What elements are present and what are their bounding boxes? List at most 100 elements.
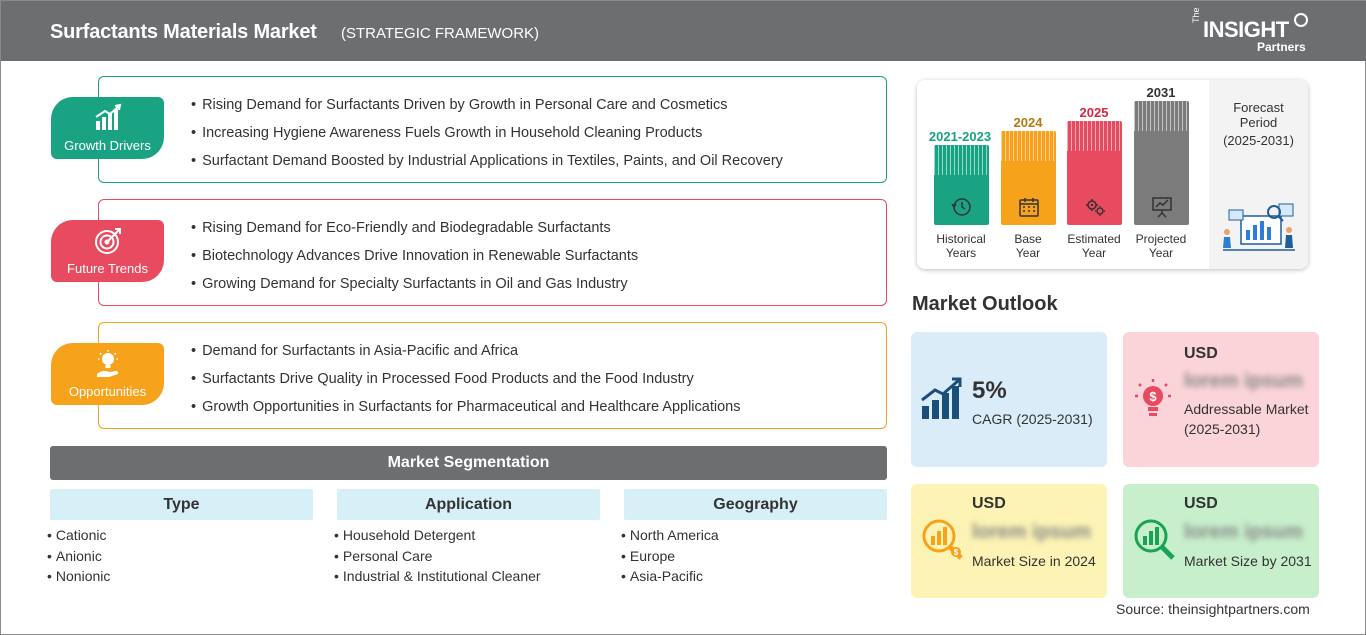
list-item: Anionic [47, 546, 110, 567]
bar-label-line: Historical [936, 232, 986, 246]
bar-growth-icon [94, 103, 121, 130]
addressable-market-card: USD lorem ipsum $ Addressable Market (20… [1123, 332, 1319, 467]
opportunities-badge: Opportunities [51, 343, 164, 405]
list-item: Growth Opportunities in Surfactants for … [191, 393, 740, 421]
list-item: Rising Demand for Surfactants Driven by … [191, 91, 783, 119]
bar-year-historical: 2021-2023 [928, 129, 992, 144]
size2024-usd: USD [972, 495, 1006, 512]
cagr-value: 5% [972, 377, 1007, 404]
bar-cap [1001, 131, 1056, 161]
logo-insight: INSIGHT [1203, 17, 1289, 42]
bar-cap [1067, 121, 1122, 151]
bar-growth-icon [921, 377, 962, 419]
list-item: Demand for Surfactants in Asia-Pacific a… [191, 337, 740, 365]
size2031-usd: USD [1184, 495, 1218, 512]
list-item: Asia-Pacific [621, 566, 719, 587]
list-item: Surfactants Drive Quality in Processed F… [191, 365, 740, 393]
size2024-label: Market Size in 2024 [972, 553, 1096, 569]
timeline-panel: 2021-2023 Historical Years 2024 Base [917, 80, 1308, 269]
logo-ring-icon [1294, 13, 1308, 27]
segment-geography-list: North America Europe Asia-Pacific [621, 525, 719, 587]
growth-drivers-badge: Growth Drivers [51, 97, 164, 159]
future-trends-list: Rising Demand for Eco-Friendly and Biode… [191, 214, 638, 298]
bar-base [1001, 131, 1056, 225]
bar-label-line: Estimated [1067, 232, 1121, 246]
list-item: Growing Demand for Specialty Surfactants… [191, 270, 638, 298]
list-item: Surfactant Demand Boosted by Industrial … [191, 147, 783, 175]
logo-the: The [1191, 7, 1201, 23]
bar-label-line: Year [1015, 246, 1041, 260]
header-bar: Surfactants Materials Market (STRATEGIC … [1, 1, 1366, 61]
segment-type-list: Cationic Anionic Nonionic [47, 525, 110, 587]
future-trends-label: Future Trends [67, 261, 148, 276]
money-bulb-icon: $ [1135, 379, 1171, 416]
growth-drivers-label: Growth Drivers [64, 138, 151, 153]
history-icon [950, 198, 971, 216]
market-size-2024-card: USD lorem ipsum $ Market Size in 2024 [911, 484, 1107, 598]
bar-year-base: 2024 [1013, 115, 1043, 130]
list-item: Household Detergent [334, 525, 541, 546]
list-item: Rising Demand for Eco-Friendly and Biode… [191, 214, 638, 242]
segment-application-heading: Application [337, 489, 600, 520]
magnifier-chart-icon: $ [922, 519, 963, 560]
future-trends-badge: Future Trends [51, 220, 164, 282]
bar-label-line: Base [1014, 232, 1042, 246]
list-item: Cationic [47, 525, 110, 546]
analytics-people-icon [1223, 203, 1295, 251]
bar-label-estimated: Estimated Year [1054, 232, 1134, 260]
list-item: Industrial & Institutional Cleaner [334, 566, 541, 587]
magnifier-chart-icon [1134, 519, 1175, 560]
size2031-label: Market Size by 2031 [1184, 553, 1312, 569]
cagr-label: CAGR (2025-2031) [972, 411, 1093, 427]
bar-label-base: Base Year [988, 232, 1068, 260]
addressable-value: lorem ipsum [1184, 370, 1303, 392]
source-text: Source: theinsightpartners.com [1116, 601, 1310, 617]
opportunities-list: Demand for Surfactants in Asia-Pacific a… [191, 337, 740, 421]
growth-drivers-list: Rising Demand for Surfactants Driven by … [191, 91, 783, 175]
addressable-usd: USD [1184, 345, 1218, 362]
target-icon [94, 228, 121, 254]
logo-partners: Partners [1257, 40, 1306, 54]
bar-label-line: Projected [1135, 232, 1187, 246]
svg-text:$: $ [1149, 389, 1157, 404]
bar-label-line: Year [1148, 246, 1174, 260]
size2031-value: lorem ipsum [1184, 521, 1303, 543]
bar-cap [1134, 101, 1189, 131]
market-outlook-title: Market Outlook [912, 293, 1058, 315]
bar-projected [1134, 101, 1189, 225]
opportunities-label: Opportunities [68, 384, 147, 399]
segmentation-title: Market Segmentation [50, 446, 887, 480]
forecast-panel: Forecast Period (2025-2031) [1209, 80, 1308, 269]
bar-label-line: Years [945, 246, 977, 260]
bar-cap [934, 145, 989, 175]
bar-label-historical: Historical Years [921, 232, 1001, 260]
bar-estimated [1067, 121, 1122, 225]
list-item: Increasing Hygiene Awareness Fuels Growt… [191, 119, 783, 147]
gears-icon [1085, 199, 1105, 216]
bar-year-estimated: 2025 [1079, 105, 1109, 120]
bar-label-line: Year [1081, 246, 1107, 260]
future-trends-box: Rising Demand for Eco-Friendly and Biode… [98, 199, 887, 306]
list-item: Nonionic [47, 566, 110, 587]
bar-historical [934, 145, 989, 225]
segment-geography-heading: Geography [624, 489, 887, 520]
list-item: Biotechnology Advances Drive Innovation … [191, 242, 638, 270]
page-subtitle: (STRATEGIC FRAMEWORK) [341, 25, 540, 42]
addressable-label: Addressable Market (2025-2031) [1184, 401, 1309, 437]
market-size-2031-card: USD lorem ipsum Market Size by 2031 [1123, 484, 1319, 598]
brand-logo[interactable]: The INSIGHT Partners [1191, 7, 1311, 55]
lightbulb-hand-icon [96, 350, 118, 377]
calendar-icon [1018, 198, 1039, 217]
segment-application-list: Household Detergent Personal Care Indust… [334, 525, 541, 587]
opportunities-box: Demand for Surfactants in Asia-Pacific a… [98, 322, 887, 429]
growth-drivers-box: Rising Demand for Surfactants Driven by … [98, 76, 887, 183]
list-item: Personal Care [334, 546, 541, 567]
forecast-title: Forecast Period [1233, 100, 1284, 130]
size2024-value: lorem ipsum [972, 521, 1091, 543]
list-item: Europe [621, 546, 719, 567]
bar-label-projected: Projected Year [1121, 232, 1201, 260]
presentation-icon [1151, 197, 1172, 218]
svg-text:$: $ [954, 548, 959, 557]
forecast-range: (2025-2031) [1223, 133, 1294, 148]
